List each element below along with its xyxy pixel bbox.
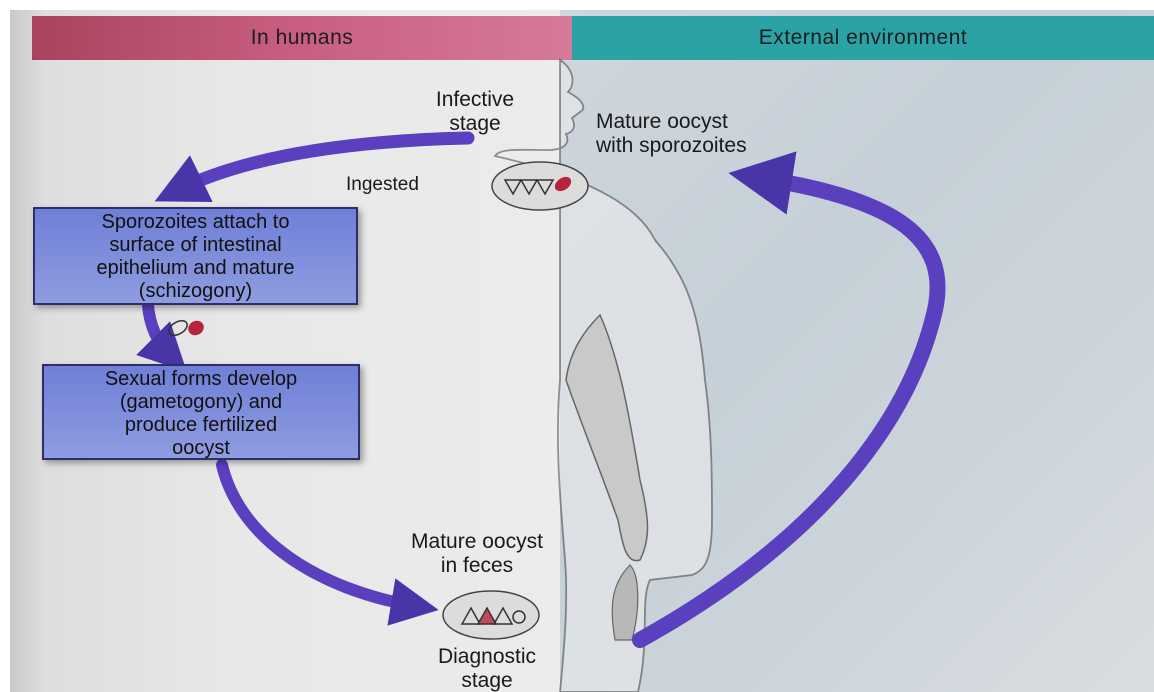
schizogony-step-box: Sporozoites attach to surface of intesti… — [33, 207, 358, 305]
mature-oocyst-sporozoites-label: Mature oocyst with sporozoites — [596, 110, 876, 158]
mature-oocyst-feces-label: Mature oocyst in feces — [352, 530, 602, 578]
sporozoite-icon — [166, 318, 206, 338]
diagnostic-stage-label: Diagnostic stage — [392, 645, 582, 692]
infective-stage-label: Infective stage — [395, 88, 555, 136]
ingested-label: Ingested — [346, 173, 466, 197]
arrow-attach-to-sexual — [148, 305, 170, 355]
feces-oocyst-icon — [443, 591, 539, 639]
ingested-oocyst-icon — [492, 162, 588, 210]
gametogony-step-box: Sexual forms develop (gametogony) and pr… — [42, 364, 360, 460]
